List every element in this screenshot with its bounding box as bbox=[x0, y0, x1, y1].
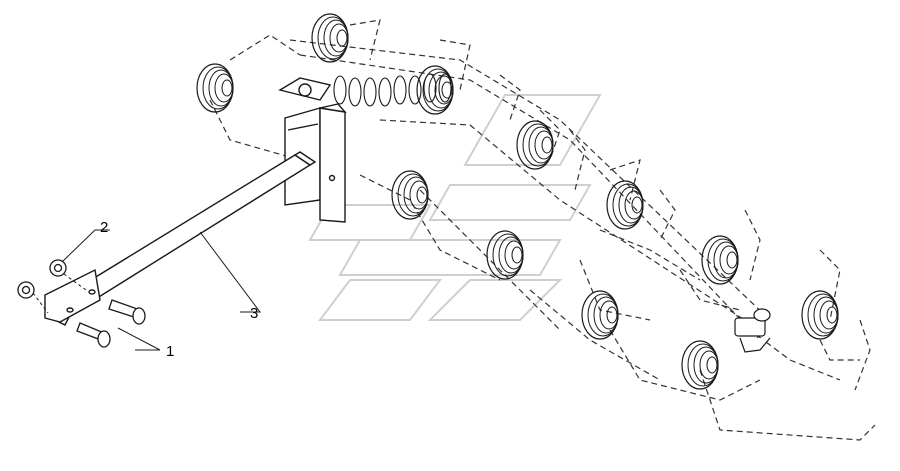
rake-frame-dashed bbox=[209, 19, 876, 441]
mounting-bracket bbox=[278, 77, 347, 223]
frame-clamp bbox=[734, 308, 771, 353]
bolts bbox=[76, 299, 146, 348]
leader-lines-dashed bbox=[32, 273, 87, 314]
watermark-logo bbox=[308, 94, 602, 321]
callout-3: 3 bbox=[250, 305, 258, 322]
leader-lines bbox=[61, 229, 261, 351]
callout-2: 2 bbox=[100, 219, 108, 236]
nuts bbox=[17, 259, 67, 299]
tension-spring bbox=[333, 73, 452, 107]
callout-1: 1 bbox=[166, 343, 174, 360]
support-arm bbox=[44, 151, 317, 326]
